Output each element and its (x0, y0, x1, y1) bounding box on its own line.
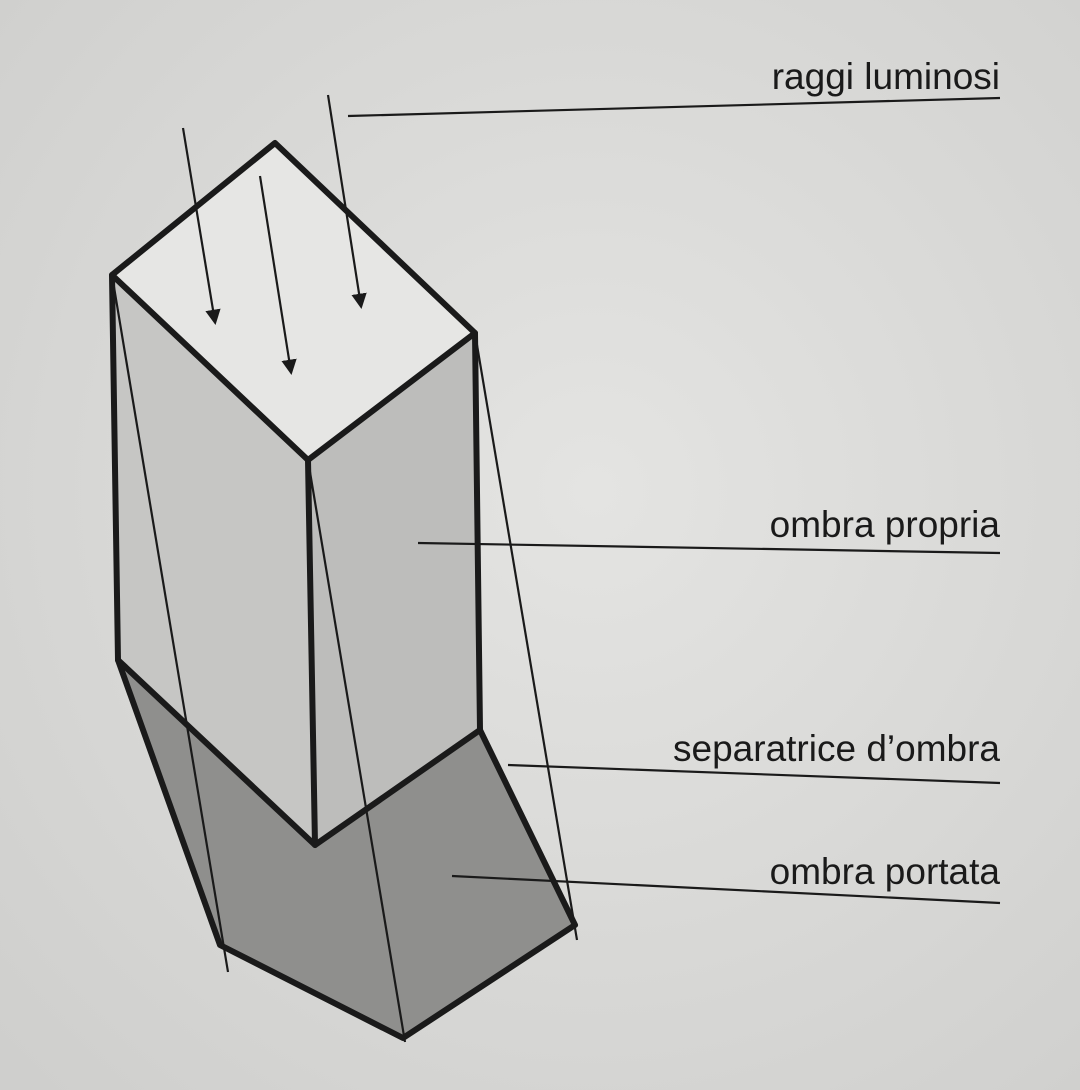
label-separatrice-ombra: separatrice d’ombra (673, 728, 1000, 769)
label-ombra-portata: ombra portata (769, 851, 1000, 892)
cast-shadow-area (118, 660, 575, 1038)
projection-line-right (473, 332, 579, 941)
projection-line-left (110, 274, 230, 973)
label-raggi-luminosi: raggi luminosi (771, 56, 1000, 97)
prism-outline (109, 140, 578, 1041)
edge-front (305, 457, 318, 848)
leader-line-raggi (347, 96, 1001, 118)
light-rays (181, 94, 367, 376)
leader-lines (347, 96, 1001, 905)
light-ray-arrow (326, 94, 367, 310)
light-ray-arrow (181, 127, 221, 326)
leader-line-separatrice (507, 763, 1001, 785)
leader-line-propria (417, 541, 1001, 555)
left-face (112, 275, 315, 845)
leader-line-portata (451, 874, 1001, 905)
shadow-separator-line (115, 657, 483, 848)
edge-right (472, 330, 483, 733)
top-face (112, 143, 475, 460)
cast-shadow-outline (115, 657, 578, 1041)
light-ray-arrow (258, 175, 297, 376)
edge-left (109, 272, 121, 663)
label-ombra-propria: ombra propria (769, 504, 1000, 545)
projection-line-center (306, 459, 407, 1043)
projection-lines (110, 274, 579, 1043)
